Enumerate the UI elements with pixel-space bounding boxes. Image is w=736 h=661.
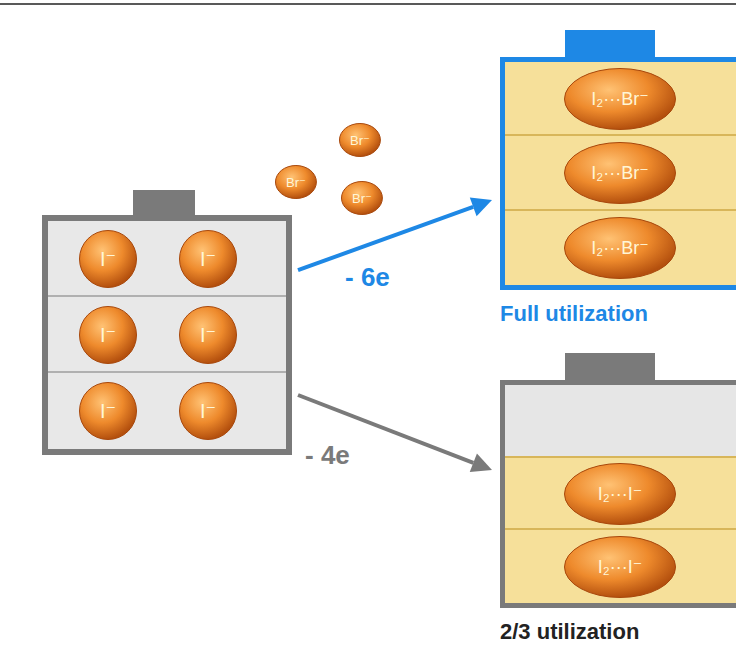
battery-cap: [565, 30, 655, 57]
utilization-heading: Full utilization: [500, 301, 648, 327]
arrow-connector: [298, 197, 492, 270]
ion-ellipse: [565, 69, 676, 130]
node-label: I⁻: [100, 323, 116, 347]
node-label: I⁻: [100, 247, 116, 271]
ion-ellipse: [80, 307, 137, 364]
utilization-heading: 2/3 utilization: [500, 619, 639, 645]
node-label: Br⁻: [352, 191, 372, 206]
ion-ellipse: [565, 537, 676, 598]
battery: I⁻ I⁻ I⁻ I⁻ I⁻ I⁻: [42, 215, 292, 455]
node-label: Br⁻: [286, 175, 306, 190]
ion-circle: I⁻: [179, 306, 237, 364]
node-label: I⁻: [200, 247, 216, 271]
node-label: I⁻: [100, 399, 116, 423]
ion-ellipse: [276, 166, 317, 199]
arrow-connector: [298, 395, 492, 472]
node-label: I⁻: [200, 323, 216, 347]
battery: Full utilizationI₂···Br⁻I₂···Br⁻I₂···Br⁻: [500, 57, 736, 290]
ion-ellipse: [565, 143, 676, 204]
ion-circle: I⁻: [79, 382, 137, 440]
arrow-head: [470, 453, 492, 472]
ion-circle: I⁻: [179, 230, 237, 288]
electron-count: - 6e: [345, 262, 390, 293]
battery-cap: [565, 353, 655, 380]
node-label: I₂···Br⁻: [591, 237, 648, 259]
ion-circle: I⁻: [179, 382, 237, 440]
node-label: Br⁻: [350, 133, 370, 148]
ion-circle: I₂···Br⁻: [564, 217, 676, 279]
ion-circle: I⁻: [79, 230, 137, 288]
ion-ellipse: [340, 124, 381, 157]
arrow-line: [298, 207, 473, 270]
ion-circle: I⁻: [79, 306, 137, 364]
ion-circle: Br⁻: [275, 165, 317, 199]
frame-line: [0, 3, 736, 5]
battery: 2/3 utilizationI₂···I⁻I₂···I⁻: [500, 380, 736, 608]
ion-ellipse: [180, 307, 237, 364]
ion-ellipse: [565, 464, 676, 525]
ion-circle: I₂···I⁻: [564, 536, 676, 598]
ion-ellipse: [180, 383, 237, 440]
ion-circle: Br⁻: [339, 123, 381, 157]
ion-circle: Br⁻: [341, 181, 383, 215]
ion-ellipse: [80, 383, 137, 440]
ion-ellipse: [342, 182, 383, 215]
ion-circle: I₂···Br⁻: [564, 142, 676, 204]
ion-circle: I₂···Br⁻: [564, 68, 676, 130]
node-label: I₂···Br⁻: [591, 162, 648, 184]
battery-cap: [133, 190, 195, 215]
node-label: I₂···I⁻: [598, 556, 642, 578]
ion-ellipse: [565, 218, 676, 279]
node-label: I₂···Br⁻: [591, 88, 648, 110]
electron-count: - 4e: [305, 440, 350, 471]
ion-ellipse: [180, 231, 237, 288]
arrow-head: [470, 197, 492, 216]
battery-cell: [505, 385, 736, 458]
ion-circle: I₂···I⁻: [564, 463, 676, 525]
node-label: I⁻: [200, 399, 216, 423]
ion-ellipse: [80, 231, 137, 288]
node-label: I₂···I⁻: [598, 483, 642, 505]
